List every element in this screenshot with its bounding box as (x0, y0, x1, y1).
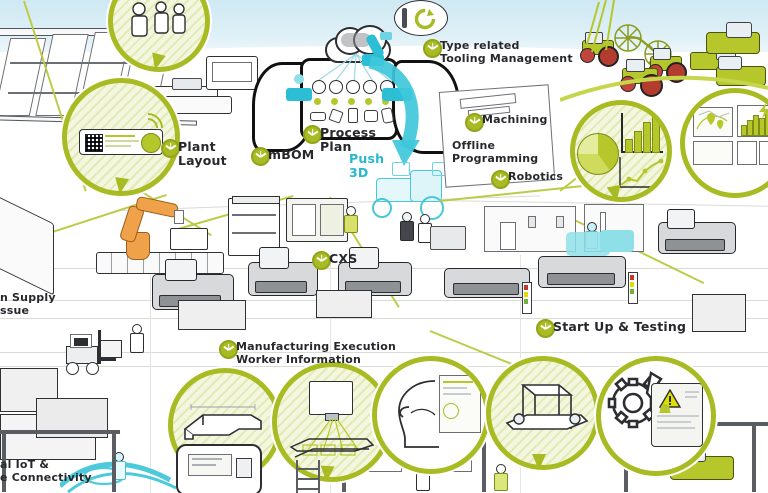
bullet-icon-mbom (251, 147, 270, 166)
bar-1 (625, 139, 633, 153)
worker-standing-1 (398, 212, 414, 246)
label-industrial-iot: al IoT & e Connectivity (0, 458, 92, 484)
forklift (62, 330, 124, 376)
bubble-small-display-popup[interactable] (176, 444, 262, 493)
electrical-cabinet-2 (232, 196, 280, 204)
bullet-icon-cxs (312, 251, 331, 270)
field-swoosh (560, 75, 768, 102)
label-start-up-testing: Start Up & Testing (553, 319, 687, 334)
pie-chart (577, 133, 619, 175)
map-icon (696, 110, 730, 130)
bullet-icon-robotics (491, 170, 510, 189)
bubble-refresh-cycle[interactable] (394, 0, 448, 36)
bullet-icon-tooling-management (423, 39, 442, 58)
machine-unit-6 (658, 209, 736, 254)
label-robotics: Robotics (508, 170, 564, 183)
frame-3d-icon (505, 384, 589, 430)
label-cxs: CXS (329, 251, 358, 266)
cyan-connector-left (286, 88, 312, 101)
gantry-frame-1 (0, 430, 120, 492)
ladder (296, 460, 322, 493)
label-chain-supply-issue: n Supply ssue (0, 291, 56, 317)
machine-unit-5 (538, 256, 626, 288)
machine-unit-4 (444, 268, 530, 298)
pallet-box-2 (316, 290, 372, 318)
bubble-tail-analytics (606, 184, 624, 204)
worker-bottom-3 (492, 464, 508, 493)
bar-2 (634, 131, 642, 153)
bubble-maintenance-alert[interactable] (596, 356, 716, 476)
bubble-tail-frame-b (532, 454, 546, 470)
worker-standing-2 (416, 214, 432, 248)
forage-harvester (700, 20, 766, 64)
label-process-plan: Process Plan (320, 125, 377, 154)
label-plant-layout: Plant Layout (178, 139, 227, 168)
bell-icon (659, 404, 671, 413)
cyan-exploded-tractor (370, 160, 452, 220)
bullet-icon-process-plan (303, 125, 322, 144)
bubble-people-meeting[interactable] (108, 0, 210, 72)
bullet-icon-machining (465, 113, 484, 132)
line-chart (619, 157, 665, 188)
operator-profile-icon (398, 380, 439, 448)
hmi-screen (439, 375, 481, 433)
projection-beams-icon (289, 418, 375, 458)
cyan-highlight-machine (566, 232, 610, 256)
bullet-icon-manufacturing-execution (219, 340, 238, 359)
bubble-dashboard-map[interactable] (680, 88, 768, 198)
refresh-icon (414, 8, 436, 30)
frame-sketch-icon (183, 404, 262, 446)
workbench-1 (430, 226, 466, 250)
bubble-qr-rfid-tag[interactable] (62, 78, 180, 196)
machine-unit-2 (248, 247, 318, 296)
bubble-projection-station[interactable] (272, 362, 392, 482)
warning-triangle-icon (659, 389, 681, 408)
qr-code-icon (85, 134, 103, 152)
label-machining: Machining (482, 113, 548, 126)
bullet-icon-plant-layout (161, 139, 180, 158)
bubble-tail-qr (112, 177, 130, 195)
bar-4 (652, 117, 660, 153)
andon-post-1 (522, 282, 532, 314)
cyan-node-top (294, 74, 304, 84)
bar-3 (643, 122, 651, 153)
pallet-box-3 (692, 294, 746, 332)
andon-post-2 (628, 272, 638, 304)
bubble-analytics-charts[interactable] (570, 100, 672, 202)
worker-walking (128, 324, 144, 360)
lightning-icon (759, 103, 768, 119)
label-mbom: mBOM (268, 147, 315, 162)
harvest-spray (585, 0, 615, 53)
bar-chart-axis-y (621, 113, 623, 153)
bubble-frame-assembly-b[interactable] (486, 356, 600, 470)
push-3d-arrow (368, 56, 420, 166)
label-offline-programming: Offline Programming (452, 139, 539, 165)
pallet-box-1 (178, 300, 246, 330)
label-tooling-management: Type related Tooling Management (440, 39, 573, 65)
label-manufacturing-execution: Manufacturing Execution Worker Informati… (236, 340, 397, 366)
label-push-3d: Push 3D (349, 151, 385, 180)
bullet-icon-start-up-testing (536, 319, 555, 338)
bar-chart-axis-x (621, 151, 663, 153)
